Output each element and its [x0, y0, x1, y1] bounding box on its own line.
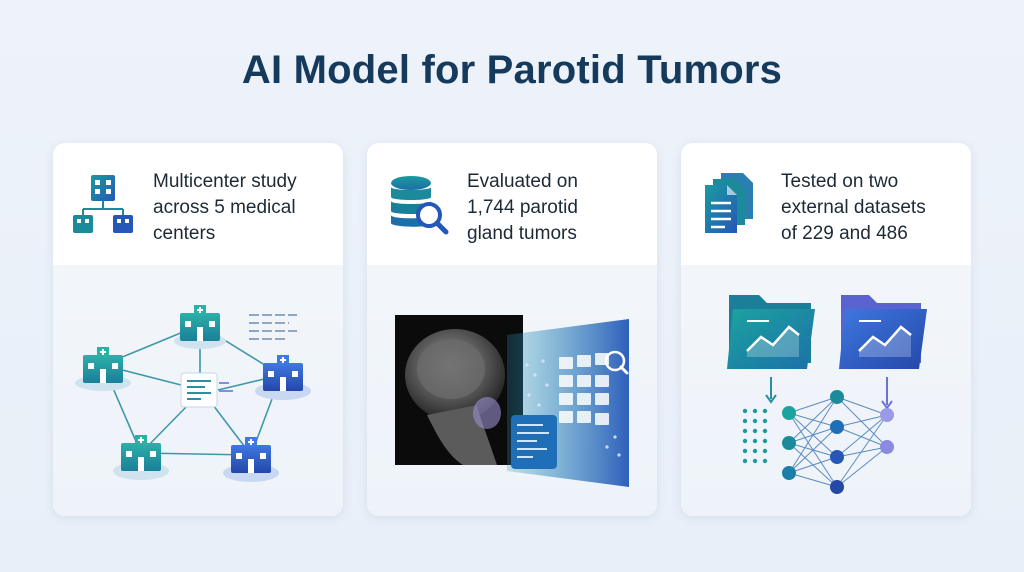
hospital-network-icon — [73, 175, 133, 233]
hospital-node — [113, 435, 169, 480]
card-text-line: external datasets — [781, 197, 926, 218]
card-text-line: 1,744 parotid — [467, 197, 578, 218]
hospital-node — [174, 305, 226, 349]
center-data-icon — [180, 372, 233, 408]
hospital-network-diagram — [75, 305, 311, 482]
card-text-line: gland tumors — [467, 223, 577, 244]
database-search-icon — [391, 176, 449, 235]
card-header — [53, 143, 343, 265]
card-description: Evaluated on 1,744 parotid gland tumors — [467, 169, 647, 247]
card-text-line: centers — [153, 223, 216, 244]
mri-scan-analysis — [395, 315, 629, 487]
card-description: Multicenter study across 5 medical cente… — [153, 169, 333, 247]
card-text-line: Evaluated on — [467, 171, 578, 192]
page-title: AI Model for Parotid Tumors — [241, 48, 783, 92]
card-tested: Tested on two external datasets of 229 a… — [681, 143, 971, 516]
hospital-node — [75, 347, 131, 391]
card-text-line: Tested on two — [781, 171, 899, 192]
documents-icon — [705, 173, 753, 233]
card-evaluated: Evaluated on 1,744 parotid gland tumors — [367, 143, 657, 516]
hospital-node — [255, 355, 311, 400]
card-text-line: across 5 medical — [153, 197, 296, 218]
magnifier-icon — [604, 350, 626, 372]
card-multicenter: Multicenter study across 5 medical cente… — [53, 143, 343, 516]
dataset-folder-icon — [727, 295, 815, 369]
card-text-line: Multicenter study — [153, 171, 297, 192]
hospital-node — [223, 437, 279, 482]
neural-network-nodes — [782, 390, 894, 494]
dataset-folder-icon — [839, 295, 927, 369]
card-description: Tested on two external datasets of 229 a… — [781, 169, 961, 247]
card-text-line: of 229 and 486 — [781, 223, 908, 244]
datasets-neural-network — [727, 295, 927, 494]
